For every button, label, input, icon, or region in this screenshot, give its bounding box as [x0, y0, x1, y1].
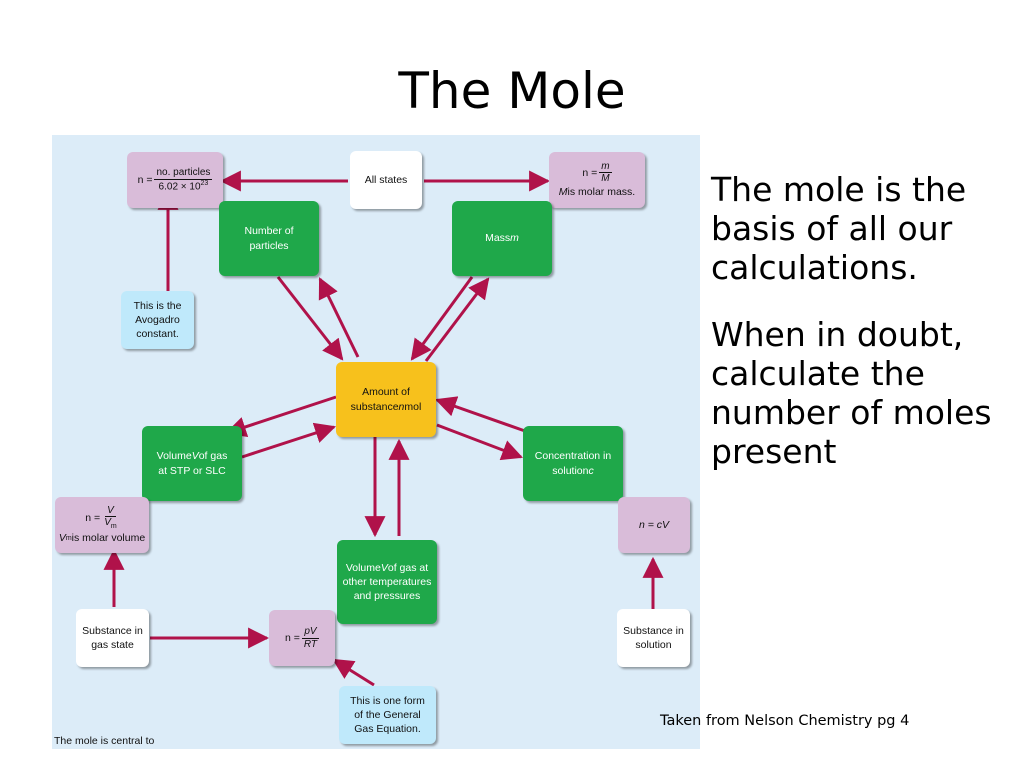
formula-lhs: n = [137, 173, 153, 186]
node-molar-mass-formula: n = m M M is molar mass. [549, 152, 645, 208]
node-mass: Mass m [452, 201, 552, 276]
node-all-states: All states [350, 151, 422, 209]
arrow-amount-to-concentration [436, 423, 523, 461]
node-general-gas-note: This is one form of the General Gas Equa… [339, 686, 436, 744]
body-paragraph: When in doubt, calculate the number of m… [711, 314, 992, 471]
node-substance-gas: Substance in gas state [76, 609, 149, 667]
node-gas-equation-formula: n = pV RT [269, 610, 335, 666]
node-volume-other: Volume V of gas at other temperatures an… [337, 540, 437, 624]
arrow-mass-to-amount [410, 276, 474, 361]
arrow-general-gas-to-gas-equation [332, 658, 375, 687]
slide-title: The Mole [398, 62, 626, 120]
node-substance-solution: Substance in solution [617, 609, 690, 667]
connector-arrows [103, 170, 664, 687]
arrow-amount-to-particles [318, 277, 360, 358]
arrow-volume-stp-to-amount [241, 422, 336, 459]
node-avogadro-note: This is the Avogadro constant. [121, 291, 194, 349]
arrow-particles-to-amount [276, 276, 344, 361]
node-particles-formula: n = no. particles 6.02 × 1023 [127, 152, 223, 208]
arrow-amount-to-volume-stp [225, 395, 337, 438]
node-volume-stp: Volume V of gas at STP or SLC [142, 426, 242, 501]
body-paragraph: The mole is the basis of all our calcula… [711, 170, 967, 287]
slide-body: The mole is the basis of all our calcula… [711, 170, 1016, 500]
source-citation: Taken from Nelson Chemistry pg 4 [660, 713, 910, 729]
node-number-of-particles: Number of particles [219, 201, 319, 276]
mole-concept-map: All states n = no. particles 6.02 × 1023… [52, 135, 700, 749]
diagram-caption: The mole is central to [54, 735, 155, 747]
arrow-concentration-to-amount [435, 396, 526, 433]
node-concentration: Concentration in solution c [523, 426, 623, 501]
node-amount-of-substance: Amount of substance n mol [336, 362, 436, 437]
node-n-cv-formula: n = cV [618, 497, 690, 553]
arrow-amount-to-mass [424, 277, 490, 362]
